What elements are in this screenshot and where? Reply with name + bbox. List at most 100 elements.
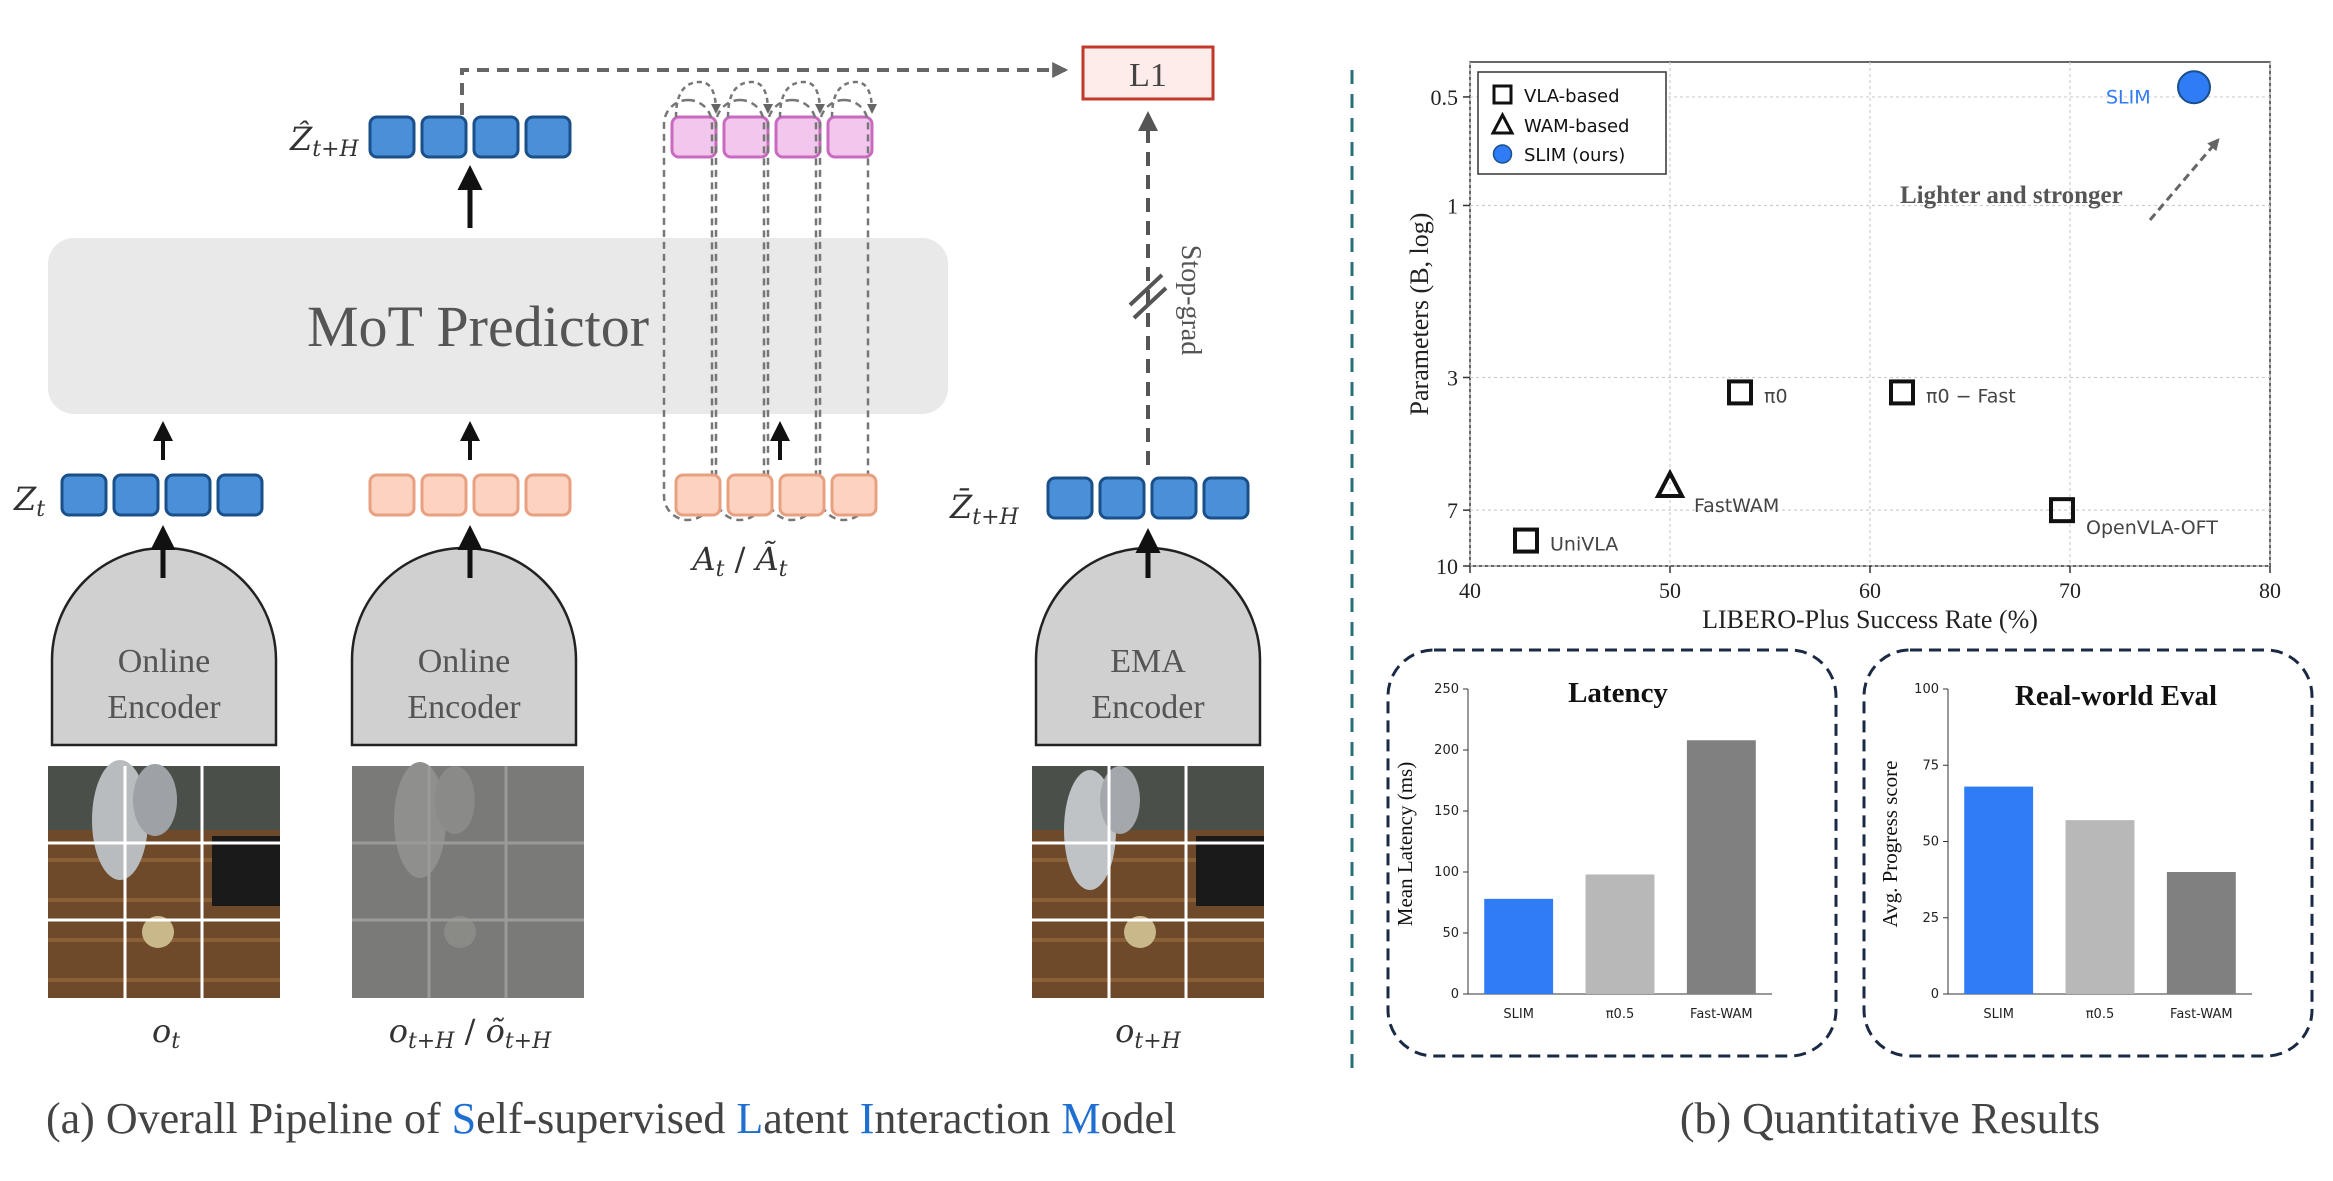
bar — [1686, 740, 1756, 994]
scatter-point-circle — [2177, 70, 2211, 105]
bar — [1484, 898, 1554, 994]
bar-category-label: SLIM — [1503, 1007, 1534, 1022]
bar-y-tick-label: 250 — [1434, 682, 1459, 697]
svg-text:Online: Online — [118, 643, 211, 680]
z-t-label: Zt — [13, 480, 45, 522]
bar-y-tick-label: 75 — [1922, 758, 1939, 773]
z-t-tokens — [60, 473, 264, 517]
scatter-point-square — [1727, 379, 1753, 406]
bar — [2166, 872, 2236, 994]
scatter-xlabel: LIBERO-Plus Success Rate (%) — [1702, 605, 2038, 634]
bar-category-label: Fast-WAM — [1690, 1007, 1753, 1022]
l1-label: L1 — [1129, 57, 1167, 94]
l1-loss-box — [1081, 45, 1215, 101]
action-label: At / Ãt — [689, 540, 787, 582]
svg-text:Encoder: Encoder — [1091, 689, 1205, 726]
stop-grad-break-icon — [1128, 273, 1168, 320]
scatter-ylabel: Parameters (B, log) — [1405, 213, 1434, 416]
mot-predictor-label: MoT Predictor — [307, 294, 649, 359]
scatter-point-square — [1513, 527, 1539, 554]
bar — [1585, 874, 1655, 994]
scatter-y-tick-label: 7 — [1447, 498, 1458, 523]
pipeline-diagram: MoT Predictor Ẑt+H L1 — [13, 45, 1264, 1143]
realworld-ylabel: Avg. Progress score — [1878, 761, 1902, 928]
annotation-arrow — [2148, 138, 2220, 221]
zhat-to-l1-dashed-arrow — [460, 62, 1069, 115]
bar-y-tick-label: 50 — [1922, 835, 1939, 850]
z-bar-label: Z̄t+H — [949, 488, 1020, 530]
svg-text:EMA: EMA — [1110, 643, 1186, 680]
scatter-point-label: π0 — [1764, 385, 1788, 407]
bar-y-tick-label: 0 — [1931, 987, 1939, 1002]
scatter-point-label: SLIM — [2106, 86, 2151, 108]
obs-label-masked: ot+H / õt+H — [389, 1012, 552, 1054]
bar-category-label: Fast-WAM — [2170, 1007, 2233, 1022]
caption-a: (a) Overall Pipeline of Self-supervised … — [46, 1094, 1176, 1143]
lighter-stronger-annotation: Lighter and stronger — [1900, 182, 2123, 209]
mot-predictor-box — [48, 238, 948, 414]
caption-b: (b) Quantitative Results — [1680, 1094, 2100, 1143]
scatter-x-tick-label: 80 — [2259, 578, 2281, 603]
legend-triangle-marker — [1490, 111, 1515, 135]
scatter-x-tick-label: 60 — [1859, 578, 1881, 603]
online-encoder-2: Online Encoder — [350, 546, 578, 747]
svg-text:Encoder: Encoder — [107, 689, 221, 726]
scatter-y-tick-label: 10 — [1436, 554, 1458, 579]
observation-image-masked — [352, 762, 584, 998]
scatter-point-square — [2049, 497, 2075, 524]
realworld-title: Real-world Eval — [2015, 680, 2217, 712]
bar — [1964, 786, 2034, 994]
observation-image-t-plus-h — [1032, 766, 1264, 998]
latency-panel-frame — [1386, 648, 1838, 1058]
legend-vla: VLA-based — [1524, 86, 1620, 107]
scatter-grid — [1469, 62, 2271, 567]
z-hat-label: Ẑt+H — [289, 120, 360, 162]
scatter-point-label: OpenVLA-OFT — [2086, 517, 2218, 539]
scatter-y-tick-label: 1 — [1447, 193, 1458, 218]
latency-title: Latency — [1568, 677, 1668, 709]
scatter-point-label: FastWAM — [1694, 495, 1779, 517]
scatter-x-tick-label: 50 — [1659, 578, 1681, 603]
stop-grad-label: Stop-grad — [1175, 245, 1206, 355]
bar-category-label: SLIM — [1983, 1007, 2014, 1022]
scatter-point-square — [1889, 379, 1915, 406]
scatter-point-label: π0 − Fast — [1926, 385, 2016, 407]
scatter-legend: VLA-based WAM-based SLIM (ours) — [1477, 71, 1667, 175]
bar-y-tick-label: 50 — [1442, 926, 1459, 941]
bar-y-tick-label: 25 — [1922, 911, 1939, 926]
z-bar-tokens — [1046, 476, 1250, 520]
action-tokens — [674, 473, 878, 517]
scatter-x-tick-label: 70 — [2059, 578, 2081, 603]
svg-text:Encoder: Encoder — [407, 689, 521, 726]
pink-action-tokens — [670, 115, 874, 159]
bar-category-label: π0.5 — [2086, 1007, 2115, 1022]
legend-circle-marker — [1492, 144, 1513, 164]
z-hat-tokens — [368, 115, 572, 159]
bar — [2065, 820, 2135, 994]
realworld-panel-frame — [1862, 648, 2314, 1058]
bar-y-tick-label: 100 — [1434, 865, 1459, 880]
scatter-point-triangle — [1654, 468, 1686, 499]
future-obs-tokens — [368, 473, 572, 517]
observation-image-t — [48, 760, 280, 998]
bar-y-tick-label: 150 — [1434, 804, 1459, 819]
svg-text:Online: Online — [418, 643, 511, 680]
action-token-loops — [662, 98, 870, 522]
bar-y-tick-label: 200 — [1434, 743, 1459, 758]
legend-wam: WAM-based — [1524, 116, 1630, 137]
obs-label-t-plus-h: ot+H — [1115, 1012, 1182, 1054]
bar-category-label: π0.5 — [1606, 1007, 1635, 1022]
bar-y-tick-label: 0 — [1451, 987, 1459, 1002]
scatter-point-label: UniVLA — [1550, 534, 1618, 556]
scatter-y-tick-label: 0.5 — [1431, 85, 1459, 110]
latency-ylabel: Mean Latency (ms) — [1393, 762, 1417, 926]
legend-square-marker — [1492, 84, 1513, 105]
scatter-y-tick-label: 3 — [1447, 365, 1458, 390]
